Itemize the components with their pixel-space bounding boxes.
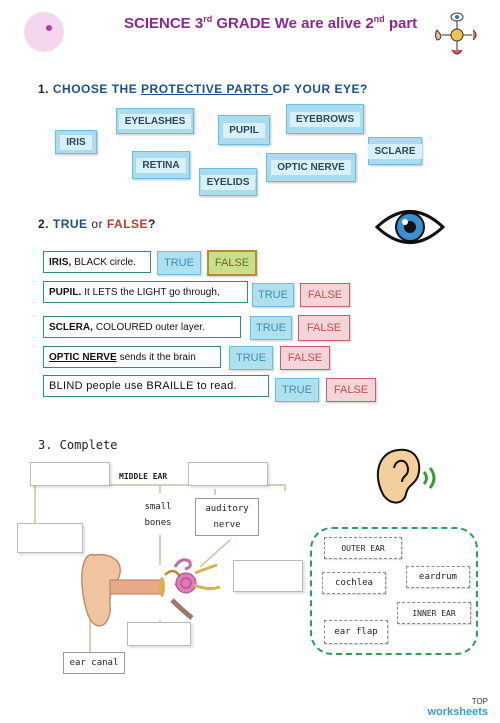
true-button-5[interactable]: TRUE (275, 378, 319, 402)
chip-eyelashes[interactable]: EYELASHES (116, 108, 194, 134)
word-bank (310, 527, 478, 655)
logo (22, 10, 66, 54)
chip-iris[interactable]: IRIS (55, 130, 97, 154)
option-eardrum[interactable]: eardrum (406, 566, 470, 588)
eye-icon (374, 204, 446, 250)
section3-heading: 3. Complete (38, 438, 118, 452)
false-button-3[interactable]: FALSE (298, 315, 350, 341)
chip-optic-nerve[interactable]: OPTIC NERVE (266, 153, 356, 182)
chip-retina[interactable]: RETINA (132, 151, 190, 179)
page-title: SCIENCE 3rd GRADE We are alive 2nd part (124, 14, 418, 32)
false-button-4[interactable]: FALSE (280, 346, 330, 370)
option-ear-flap[interactable]: ear flap (324, 620, 388, 644)
senses-icon (432, 10, 482, 60)
option-outer-ear[interactable]: OUTER EAR (324, 537, 402, 559)
auditory-nerve-label: auditory nerve (195, 498, 259, 536)
false-button-2[interactable]: FALSE (300, 283, 350, 307)
true-button-4[interactable]: TRUE (229, 346, 273, 370)
statement-2: PUPIL.It LETS the LIGHT go through, (43, 281, 248, 303)
section2-heading: 2. TRUE or FALSE? (38, 217, 156, 231)
blank-right[interactable] (233, 560, 303, 592)
statement-5: BLIND people use BRAILLE to read. (43, 375, 269, 397)
true-button-1[interactable]: TRUE (157, 251, 201, 275)
statement-3: SCLERA,COLOURED outer layer. (43, 316, 241, 338)
blank-left[interactable] (17, 523, 83, 553)
blank-bottom[interactable] (127, 622, 191, 646)
brand-logo: TOP worksheets (427, 697, 488, 718)
true-button-2[interactable]: TRUE (252, 283, 294, 307)
option-cochlea[interactable]: cochlea (322, 572, 386, 594)
small-bones-label: small bones (131, 497, 185, 533)
chip-eyelids[interactable]: EYELIDS (199, 168, 257, 196)
chip-eyebrows[interactable]: EYEBROWS (286, 104, 364, 134)
ear-canal-label: ear canal (63, 652, 125, 674)
section1-heading: 1. CHOOSE THE PROTECTIVE PARTS OF YOUR E… (38, 82, 368, 96)
blank-inner-top[interactable] (188, 462, 268, 486)
false-button-1[interactable]: FALSE (207, 250, 257, 276)
middle-ear-label: MIDDLE EAR (119, 472, 168, 481)
ear-icon (372, 446, 442, 508)
chip-pupil[interactable]: PUPIL (218, 115, 270, 145)
statement-1: IRIS,BLACK circle. (43, 251, 151, 273)
true-button-3[interactable]: TRUE (250, 316, 292, 340)
option-inner-ear[interactable]: INNER EAR (397, 602, 471, 624)
chip-sclare[interactable]: SCLARE (368, 137, 422, 165)
blank-outer-top[interactable] (30, 462, 110, 486)
false-button-5[interactable]: FALSE (326, 378, 376, 402)
ear-diagram (34, 484, 286, 660)
